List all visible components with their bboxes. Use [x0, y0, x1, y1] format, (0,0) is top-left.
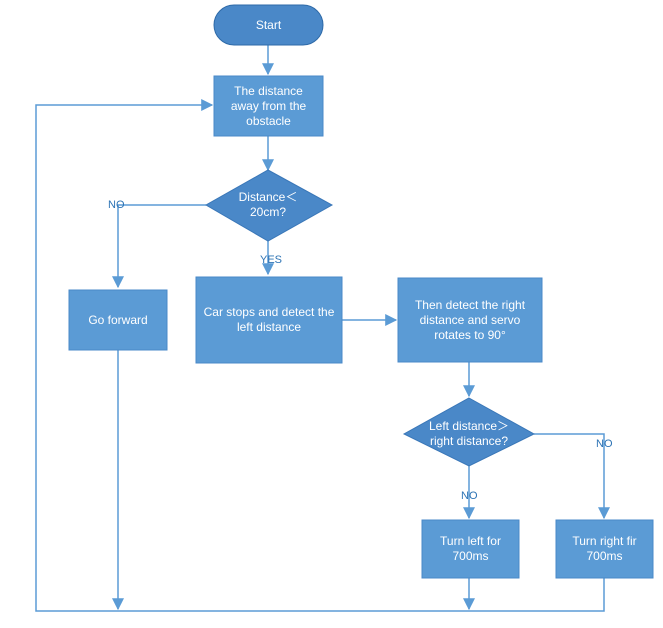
decision-distance-label: Distance＜ 20cm?: [238, 190, 298, 219]
turn-left-box: [421, 519, 520, 579]
detect-right-box: [397, 277, 543, 363]
stop-detect-left-label: Car stops and detect the left distance: [203, 305, 335, 334]
decision-left-right-label: Left distance＞ right distance?: [428, 419, 510, 448]
go-forward-box: [68, 289, 168, 351]
edge-decision2-no-to-turn-right: [534, 433, 610, 520]
detect-right-label: Then detect the right distance and servo…: [414, 297, 526, 342]
edge-label-d2-left-no: NO: [461, 490, 478, 502]
edge-label-d1-yes: YES: [260, 254, 283, 266]
edge-decision1-no-to-go-forward: [112, 204, 206, 289]
go-forward-label: Go forward: [88, 312, 148, 327]
stop-detect-left-box: [195, 276, 343, 364]
edge-label-d1-no: NO: [108, 199, 125, 211]
decision-distance-less-20cm: [204, 169, 334, 242]
start-label: Start: [255, 17, 282, 32]
edge-turn-right-to-return: [35, 99, 605, 612]
start-terminal: [213, 4, 324, 46]
turn-left-label: Turn left for 700ms: [440, 534, 501, 563]
decision-left-greater-right: [402, 397, 536, 467]
turn-right-box: [555, 519, 654, 579]
edge-label-d2-right-no: NO: [596, 438, 613, 450]
measure-distance-label: The distance away from the obstacle: [230, 83, 307, 128]
turn-right-label: Turn right fir 700ms: [572, 534, 637, 563]
measure-distance-box: [213, 75, 324, 137]
